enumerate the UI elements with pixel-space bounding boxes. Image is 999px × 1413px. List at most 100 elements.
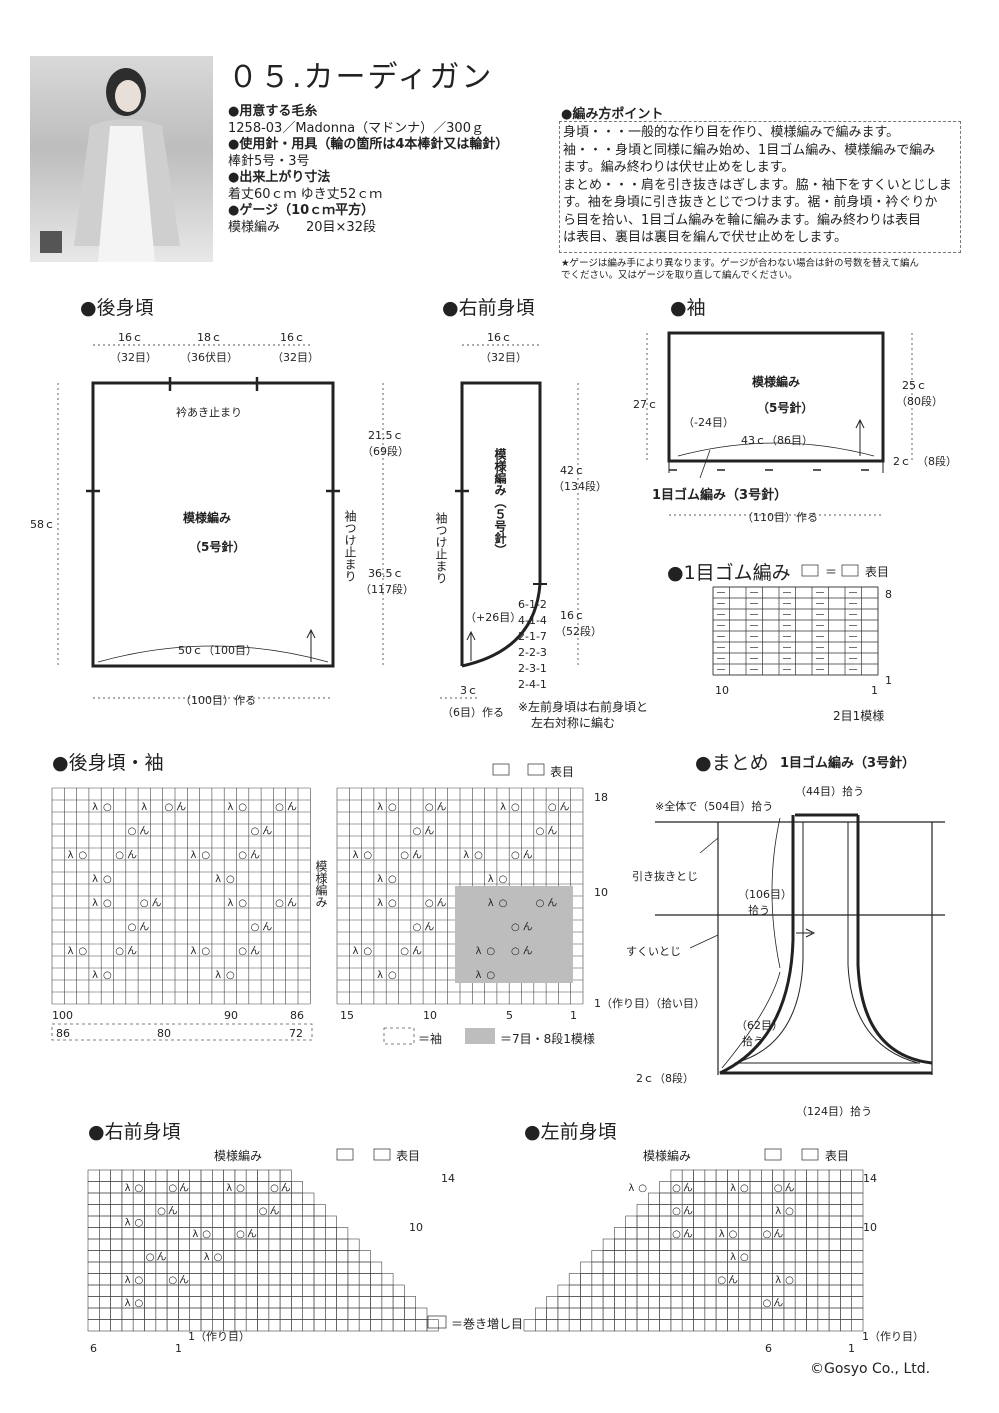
grid-cell <box>279 1192 292 1205</box>
grid-cell <box>681 1284 694 1297</box>
grid-cell <box>268 1238 281 1251</box>
grid-cell <box>189 1169 202 1182</box>
grid-cell <box>279 1215 292 1228</box>
grid-cell <box>727 1192 740 1205</box>
grid-cell <box>87 1250 100 1263</box>
rfront-legend-text: 表目 <box>396 1149 421 1163</box>
grid-cell <box>155 1227 168 1240</box>
stitch-symbol: ん <box>168 1205 178 1217</box>
grid-cell <box>257 1284 270 1297</box>
grid-cell <box>144 1204 157 1217</box>
grid-cell <box>234 1273 247 1286</box>
grid-cell <box>212 1169 224 1182</box>
grid-cell <box>234 1238 247 1251</box>
right-front-heading: ●右前身頃 <box>442 297 535 319</box>
grid-cell <box>681 1238 694 1251</box>
grid-cell <box>602 1319 615 1332</box>
gauge-note-line: ★ゲージは編み手により異なります。ゲージが合わない場合は針の号数を替えて編ん <box>561 258 920 269</box>
stitch-symbol: λ <box>125 1183 131 1194</box>
grid-cell <box>144 1227 157 1240</box>
grid-cell <box>817 1192 830 1205</box>
stitch-symbol: ○ <box>259 1206 268 1217</box>
grid-cell <box>738 1204 751 1217</box>
stitch-symbol: ○ <box>388 874 397 885</box>
front-height-2: 16ｃ <box>560 609 585 622</box>
grid-cell <box>783 1296 796 1309</box>
grid-cell <box>324 1250 337 1263</box>
grid-cell <box>840 1238 853 1251</box>
grid-cell <box>840 1284 853 1297</box>
grid-cell <box>392 1319 405 1332</box>
grid-cell <box>132 1227 145 1240</box>
grid-cell <box>87 1169 100 1182</box>
grid-cell <box>121 1284 134 1297</box>
grid-cell <box>99 1238 111 1251</box>
grid-cell <box>381 1319 394 1332</box>
grid-cell <box>806 1307 819 1320</box>
grid-cell <box>291 1192 303 1205</box>
grid-cell <box>166 1238 179 1251</box>
grid-cell <box>704 1250 717 1263</box>
grid-cell <box>358 1307 371 1320</box>
back-width-3-sts: （32目） <box>272 351 319 364</box>
stitch-symbol: λ <box>226 1183 232 1194</box>
grid-cell <box>727 1169 740 1182</box>
sleeve-heading: ●袖 <box>670 297 706 319</box>
grid-cell <box>659 1307 672 1320</box>
grid-cell <box>625 1273 638 1286</box>
grid-cell <box>223 1250 236 1263</box>
grid-cell <box>647 1319 660 1332</box>
grid-cell <box>302 1296 315 1309</box>
grid-cell <box>806 1238 819 1251</box>
grid-cell <box>336 1227 349 1240</box>
finish-sukui: すくいとじ <box>626 945 681 958</box>
grid-cell <box>358 1296 371 1309</box>
grid-cell <box>828 1261 841 1274</box>
lfront-row-14: 14 <box>863 1172 877 1185</box>
grid-cell <box>715 1169 728 1182</box>
front-pattern-label: 模様編み（５号針） <box>493 448 507 556</box>
grid-cell <box>647 1307 660 1320</box>
grid-cell <box>268 1192 281 1205</box>
grid-cell <box>738 1307 751 1320</box>
grid-cell <box>783 1261 796 1274</box>
grid-cell <box>257 1215 270 1228</box>
stitch-symbol: ○ <box>128 826 137 837</box>
finish-all: ※全体で（504目）拾う <box>655 800 774 813</box>
needle-heading: ●使用針・用具（輪の箇所は4本棒針又は輪針） <box>228 137 509 152</box>
grid-cell <box>189 1250 202 1263</box>
grid-cell <box>121 1204 134 1217</box>
grid-cell <box>87 1284 100 1297</box>
stitch-symbol: ん <box>262 825 272 837</box>
grid-cell <box>670 1319 683 1332</box>
finish-front: （106目） <box>738 888 792 901</box>
grid-cell <box>614 1273 627 1286</box>
grid-cell <box>659 1215 672 1228</box>
back-pattern-label: 模様編み <box>183 511 232 525</box>
stitch-symbol: ○ <box>511 802 520 813</box>
grid-cell <box>245 1181 258 1194</box>
grid-cell <box>704 1169 717 1182</box>
grid-cell <box>268 1296 281 1309</box>
grid-cell <box>681 1250 694 1263</box>
stitch-symbol: ○ <box>270 1183 279 1194</box>
points-heading: ●編み方ポイント <box>561 107 664 122</box>
grid-cell <box>358 1273 371 1286</box>
grid-cell <box>279 1296 292 1309</box>
right-front-outline <box>460 381 542 668</box>
stitch-symbol: ○ <box>78 946 87 957</box>
grid-cell <box>636 1261 649 1274</box>
grid-cell <box>715 1307 728 1320</box>
chart-col-86: 86 <box>290 1009 304 1022</box>
stitch-symbol: ん <box>176 801 186 813</box>
grid-cell <box>178 1169 190 1182</box>
grid-cell <box>302 1227 315 1240</box>
grid-cell <box>223 1227 236 1240</box>
grid-cell <box>806 1181 819 1194</box>
grid-cell <box>110 1307 123 1320</box>
grid-cell <box>749 1261 762 1274</box>
grid-cell <box>245 1284 258 1297</box>
grid-cell <box>614 1250 627 1263</box>
wrap-legend: ＝巻き増し目 <box>451 1317 524 1331</box>
grid-cell <box>817 1169 830 1182</box>
